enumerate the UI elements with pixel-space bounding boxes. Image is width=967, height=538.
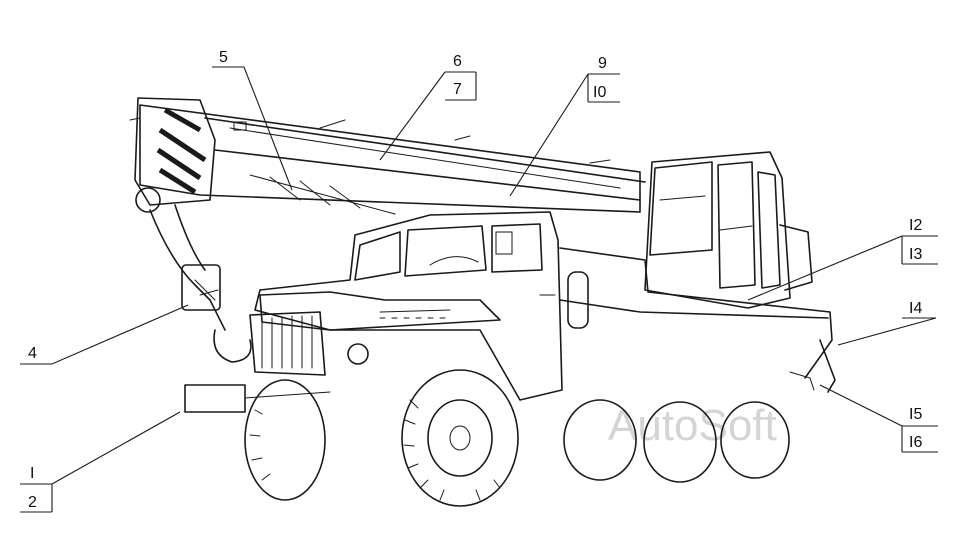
callout-leaders [20,66,938,513]
label-15: I5 [909,406,922,423]
crane-boom [139,104,646,215]
label-6: 6 [453,53,462,70]
label-7: 7 [453,81,462,98]
label-14: I4 [909,300,922,317]
driver-cab [254,211,589,401]
label-2: 2 [28,494,37,511]
label-10: I0 [593,84,606,101]
wheels [244,369,790,507]
operator-cab [644,151,813,309]
hood-grille [249,291,501,376]
label-1: I [30,465,34,482]
boom-head [129,97,216,213]
label-9: 9 [598,55,607,72]
hook-block [149,204,252,363]
label-4: 4 [28,345,37,362]
label-16: I6 [909,434,922,451]
label-5: 5 [219,49,228,66]
callout-labels: 5 6 7 9 I0 I2 I3 I4 I5 I6 4 I 2 [28,49,922,511]
chassis [184,247,836,413]
label-12: I2 [909,217,922,234]
label-13: I3 [909,246,922,263]
